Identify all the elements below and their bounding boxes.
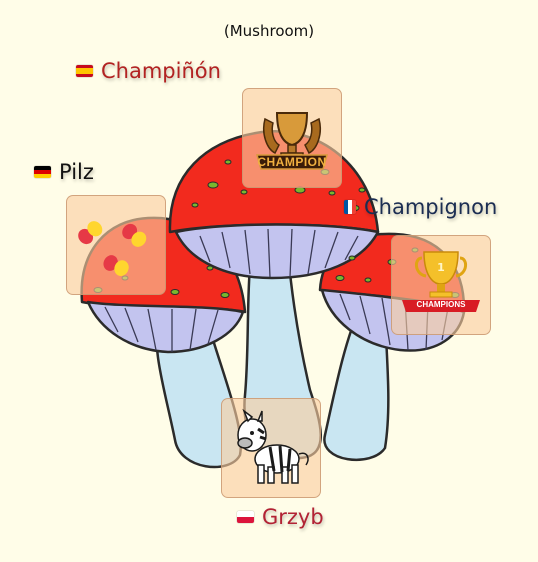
trophy-badge-icon: [256, 112, 328, 170]
gold-cup-icon: [402, 251, 480, 312]
translation-german-text: Pilz: [59, 160, 94, 184]
trophy-badge-text: CHAMPION: [257, 155, 327, 169]
left-stem: [155, 316, 242, 469]
card-champions-cup: 1 CHAMPIONS: [391, 235, 491, 335]
spain-flag-icon: [76, 65, 93, 77]
poland-flag-icon: [237, 511, 254, 523]
translation-french-text: Champignon: [364, 195, 498, 219]
cup-rank: 1: [437, 261, 445, 274]
cup-ribbon-text: CHAMPIONS: [416, 300, 466, 309]
card-capsules: [66, 195, 166, 295]
france-flag-icon: [344, 200, 356, 214]
zebra-icon: [237, 408, 309, 484]
translation-polish-text: Grzyb: [262, 505, 324, 529]
right-stem: [323, 306, 390, 461]
translation-german: Pilz: [34, 160, 94, 184]
left-gills: [86, 300, 245, 354]
translation-spanish: Champiñón: [76, 59, 221, 83]
translation-polish: Grzyb: [237, 505, 324, 529]
germany-flag-icon: [34, 166, 51, 178]
capsules-icon: [78, 221, 147, 276]
translation-spanish-text: Champiñón: [101, 59, 221, 83]
card-trophy-badge: CHAMPION: [242, 88, 342, 188]
translation-french: Champignon: [344, 195, 497, 219]
subtitle: (Mushroom): [223, 22, 315, 40]
card-zebra: [221, 398, 321, 498]
